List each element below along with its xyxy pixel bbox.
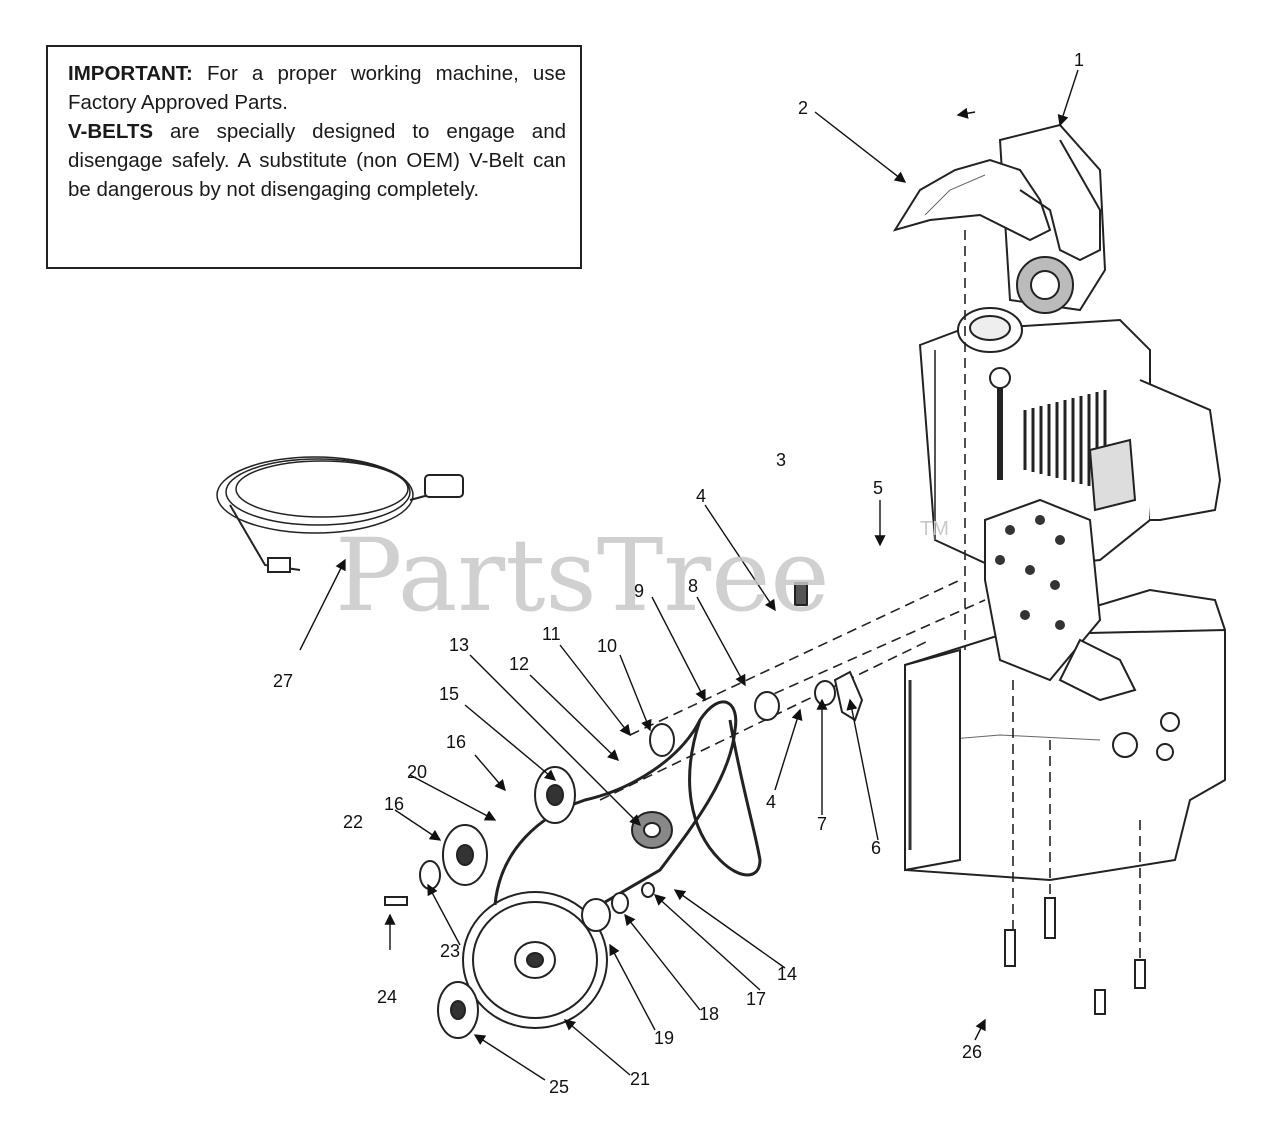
callout-27: 27	[273, 671, 293, 691]
important-label: IMPORTANT:	[68, 62, 193, 85]
callout-3: 3	[776, 450, 786, 470]
callout-labels: 1 2 3 4 4 5 6 7 8 9 10 11 12 13 14 15 16…	[273, 50, 1084, 1097]
callout-26: 26	[962, 1042, 982, 1062]
callout-5: 5	[873, 478, 883, 498]
callout-11: 11	[542, 624, 561, 644]
callout-20: 20	[407, 762, 427, 782]
callout-19: 19	[654, 1028, 674, 1048]
callout-6: 6	[871, 838, 881, 858]
drive-pulleys	[384, 582, 1146, 1039]
callout-24: 24	[377, 987, 397, 1007]
callout-23: 23	[440, 941, 460, 961]
callout-17: 17	[746, 989, 766, 1009]
callout-7: 7	[817, 814, 827, 834]
important-notice-text: IMPORTANT: For a proper working machine,…	[68, 59, 566, 204]
callout-10: 10	[597, 636, 617, 656]
callout-15: 15	[439, 684, 459, 704]
control-cable	[216, 456, 464, 573]
callout-18: 18	[699, 1004, 719, 1024]
vbelts-label: V-BELTS	[68, 120, 154, 143]
watermark-text: PartsTree	[335, 517, 830, 634]
callout-1: 1	[1074, 50, 1084, 70]
leader-lines	[299, 69, 1079, 1081]
callout-4b: 4	[766, 792, 776, 812]
watermark: PartsTree TM	[335, 517, 949, 634]
callout-9: 9	[634, 581, 644, 601]
engine-assembly	[904, 123, 1226, 882]
callout-8: 8	[688, 576, 698, 596]
important-text: For a proper working machine, use Factor…	[68, 62, 566, 114]
callout-16a: 16	[446, 732, 466, 752]
important-notice-box: IMPORTANT: For a proper working machine,…	[46, 45, 582, 269]
callout-21: 21	[630, 1069, 650, 1089]
belt-cover	[892, 139, 1101, 262]
callout-22: 22	[343, 812, 363, 832]
callout-2: 2	[798, 98, 808, 118]
callout-16b: 16	[384, 794, 404, 814]
callout-13: 13	[449, 635, 469, 655]
callout-4a: 4	[696, 486, 706, 506]
watermark-tm: TM	[920, 518, 949, 540]
callout-14: 14	[777, 964, 797, 984]
vbelts-text: are specially designed to engage and dis…	[68, 120, 566, 201]
callout-12: 12	[509, 654, 529, 674]
callout-25: 25	[549, 1077, 569, 1097]
